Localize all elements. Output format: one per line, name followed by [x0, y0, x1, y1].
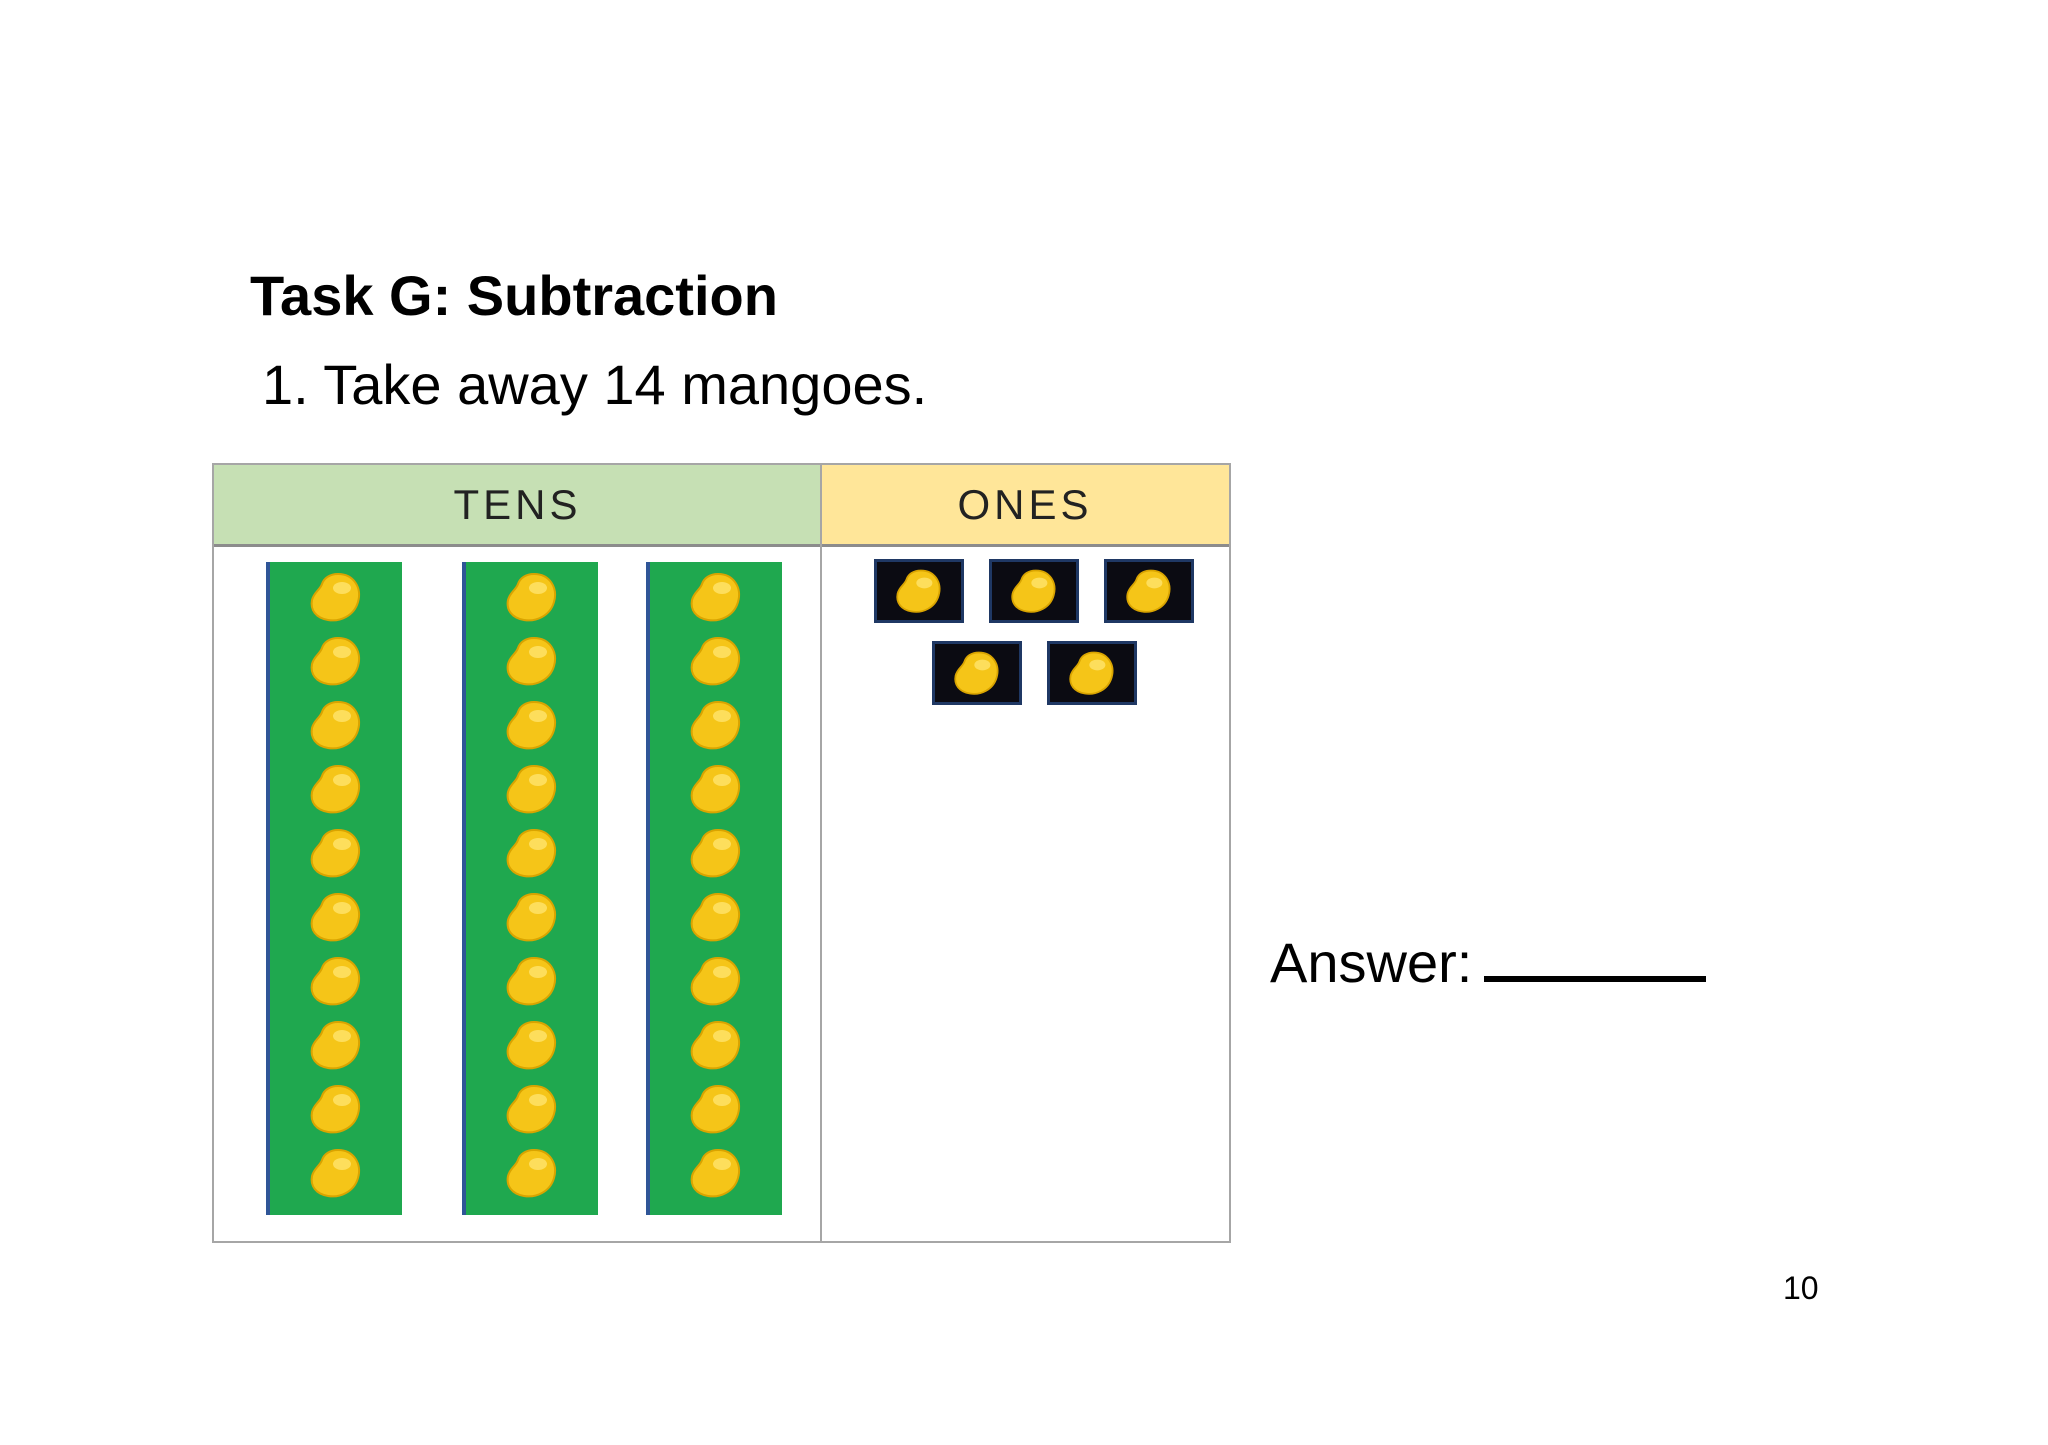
mango-icon: [688, 890, 744, 944]
tens-header: TENS: [214, 465, 821, 547]
mango-icon: [308, 570, 364, 624]
column-divider: [820, 465, 822, 1241]
mango-icon: [932, 641, 1022, 705]
mango-icon: [504, 954, 560, 1008]
mango-icon: [504, 698, 560, 752]
ten-rod: [266, 562, 402, 1215]
mango-icon: [688, 1146, 744, 1200]
answer-line: Answer:: [1270, 931, 1707, 994]
mango-icon: [504, 762, 560, 816]
place-value-chart: TENS ONES: [212, 463, 1231, 1243]
mango-icon: [504, 634, 560, 688]
mango-icon: [874, 559, 964, 623]
mango-icon: [308, 890, 364, 944]
ten-rod: [462, 562, 598, 1215]
mango-icon: [688, 762, 744, 816]
mango-icon: [989, 559, 1079, 623]
page-number: 10: [1783, 1270, 1819, 1306]
answer-blank[interactable]: [1484, 936, 1707, 982]
mango-icon: [504, 1082, 560, 1136]
mango-icon: [688, 1018, 744, 1072]
mango-icon: [688, 1082, 744, 1136]
mango-icon: [308, 634, 364, 688]
mango-icon: [504, 570, 560, 624]
answer-label: Answer:: [1270, 931, 1473, 994]
ten-rod: [646, 562, 782, 1215]
mango-icon: [308, 762, 364, 816]
mango-icon: [504, 1146, 560, 1200]
mango-icon: [308, 954, 364, 1008]
mango-icon: [308, 1018, 364, 1072]
mango-icon: [308, 698, 364, 752]
task-title: Task G: Subtraction: [250, 264, 778, 327]
mango-icon: [688, 698, 744, 752]
mango-icon: [308, 826, 364, 880]
mango-icon: [308, 1082, 364, 1136]
mango-icon: [504, 1018, 560, 1072]
mango-icon: [688, 954, 744, 1008]
mango-icon: [1047, 641, 1137, 705]
mango-icon: [688, 634, 744, 688]
mango-icon: [688, 826, 744, 880]
mango-icon: [688, 570, 744, 624]
mango-icon: [504, 890, 560, 944]
mango-icon: [308, 1146, 364, 1200]
question-text: 1. Take away 14 mangoes.: [262, 353, 928, 416]
ones-header: ONES: [821, 465, 1229, 547]
mango-icon: [504, 826, 560, 880]
mango-icon: [1104, 559, 1194, 623]
